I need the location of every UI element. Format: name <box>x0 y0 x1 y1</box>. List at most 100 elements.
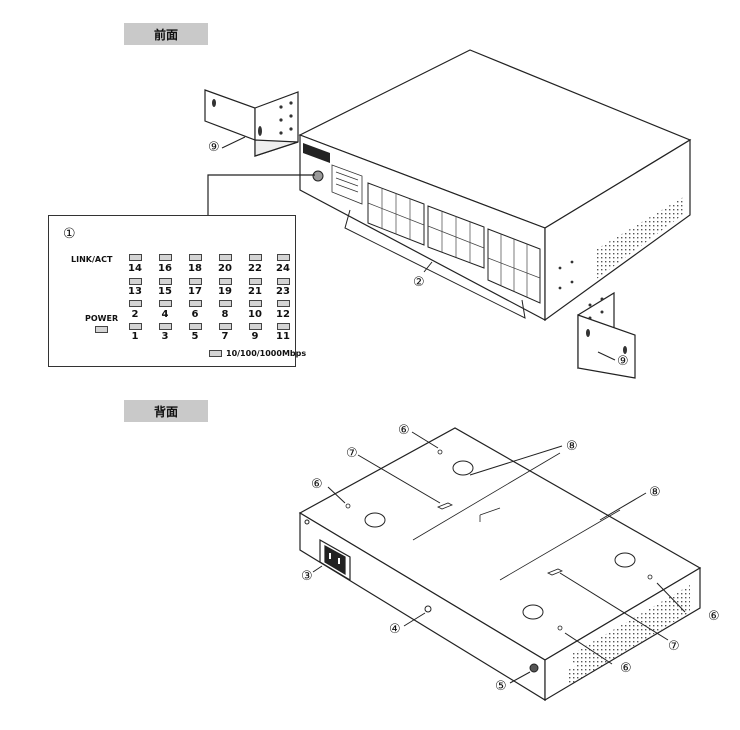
port-label: 23 <box>276 286 290 297</box>
port-label: 7 <box>221 331 229 342</box>
mounting-bracket-top <box>204 89 299 157</box>
led-7 <box>219 323 232 330</box>
port-label: 24 <box>276 263 290 274</box>
rubber-feet <box>364 460 636 620</box>
bracket-holes-bottom <box>586 297 627 354</box>
back-callout-leaders <box>312 431 686 684</box>
port-label: 6 <box>191 309 199 320</box>
security-slot <box>529 663 539 673</box>
led-3 <box>159 323 172 330</box>
led-8 <box>219 300 232 307</box>
side-vent <box>595 196 685 280</box>
port-label: 20 <box>218 263 232 274</box>
callout-9-leader-top <box>221 136 246 149</box>
port-label: 3 <box>161 331 169 342</box>
port-label: 4 <box>161 309 169 320</box>
led-11 <box>277 323 290 330</box>
led-9 <box>249 323 262 330</box>
front-indicator-circle <box>312 170 324 182</box>
led-panel-detail: ① LINK/ACT POWER 14 16 18 20 22 24 13 15… <box>48 215 306 367</box>
led-13 <box>129 278 142 285</box>
port-label: 18 <box>188 263 202 274</box>
callout-2: ② <box>413 275 425 290</box>
bracket-holes-top <box>212 99 293 136</box>
led-4 <box>159 300 172 307</box>
callout-2-leader <box>423 261 433 273</box>
callout-6-left: ⑥ <box>311 477 323 492</box>
callout-7-top: ⑦ <box>346 446 358 461</box>
callout-2-bracket <box>344 209 526 319</box>
port-label: 14 <box>128 263 142 274</box>
back-view-label: 背面 <box>124 400 208 422</box>
led-5 <box>189 323 202 330</box>
port-label: 16 <box>158 263 172 274</box>
switch-back-body <box>298 427 702 702</box>
power-label: POWER <box>85 314 119 323</box>
led-24 <box>277 254 290 261</box>
led-20 <box>219 254 232 261</box>
legend-led <box>209 350 222 357</box>
led-1 <box>129 323 142 330</box>
led-21 <box>249 278 262 285</box>
led-14 <box>129 254 142 261</box>
led-10 <box>249 300 262 307</box>
front-screw <box>304 519 310 525</box>
callout-8-right: ⑧ <box>649 485 661 500</box>
port-grid <box>367 188 541 297</box>
power-inlet <box>319 538 351 582</box>
callout-8-top: ⑧ <box>566 439 578 454</box>
port-label: 5 <box>191 331 199 342</box>
port-label: 11 <box>276 331 290 342</box>
port-label: 13 <box>128 286 142 297</box>
callout-9-leader-bottom <box>597 351 616 361</box>
port-label: 19 <box>218 286 232 297</box>
led-18 <box>189 254 202 261</box>
callout-7-bottom: ⑦ <box>668 639 680 654</box>
callout-4: ④ <box>389 622 401 637</box>
port-label: 2 <box>131 309 139 320</box>
led-2 <box>129 300 142 307</box>
mounting-holes <box>345 449 653 631</box>
port-label: 8 <box>221 309 229 320</box>
side-screws <box>558 260 574 290</box>
port-label: 10 <box>248 309 262 320</box>
callout-6-right: ⑥ <box>708 609 720 624</box>
back-surface-vent <box>570 585 690 666</box>
front-logo-strip <box>303 143 330 163</box>
port-label: 9 <box>251 331 259 342</box>
callout-6-bottom: ⑥ <box>620 661 632 676</box>
led-6 <box>189 300 202 307</box>
callout-9-top: ⑨ <box>208 140 220 155</box>
speed-legend: 10/100/1000Mbps <box>209 349 306 358</box>
port-label: 12 <box>276 309 290 320</box>
port-label: 1 <box>131 331 139 342</box>
led-23 <box>277 278 290 285</box>
led-22 <box>249 254 262 261</box>
power-led <box>95 326 108 333</box>
legend-text: 10/100/1000Mbps <box>226 349 307 358</box>
keyhole-slots <box>437 502 563 576</box>
mounting-bracket-bottom <box>577 291 636 379</box>
link-act-label: LINK/ACT <box>71 255 113 264</box>
callout-5: ⑤ <box>495 679 507 694</box>
callout-6-top: ⑥ <box>398 423 410 438</box>
led-19 <box>219 278 232 285</box>
led-panel-leader <box>207 174 315 215</box>
port-label: 15 <box>158 286 172 297</box>
callout-3: ③ <box>301 569 313 584</box>
back-side-vent <box>568 598 690 686</box>
ground-terminal <box>424 605 432 613</box>
port-label: 17 <box>188 286 202 297</box>
port-label: 21 <box>248 286 262 297</box>
led-16 <box>159 254 172 261</box>
led-12 <box>277 300 290 307</box>
led-15 <box>159 278 172 285</box>
led-17 <box>189 278 202 285</box>
front-view-label: 前面 <box>124 23 208 45</box>
front-led-area <box>331 164 363 205</box>
callout-9-bottom: ⑨ <box>617 354 629 369</box>
port-label: 22 <box>248 263 262 274</box>
callout-1: ① <box>63 226 76 242</box>
underside-lines <box>412 452 621 581</box>
